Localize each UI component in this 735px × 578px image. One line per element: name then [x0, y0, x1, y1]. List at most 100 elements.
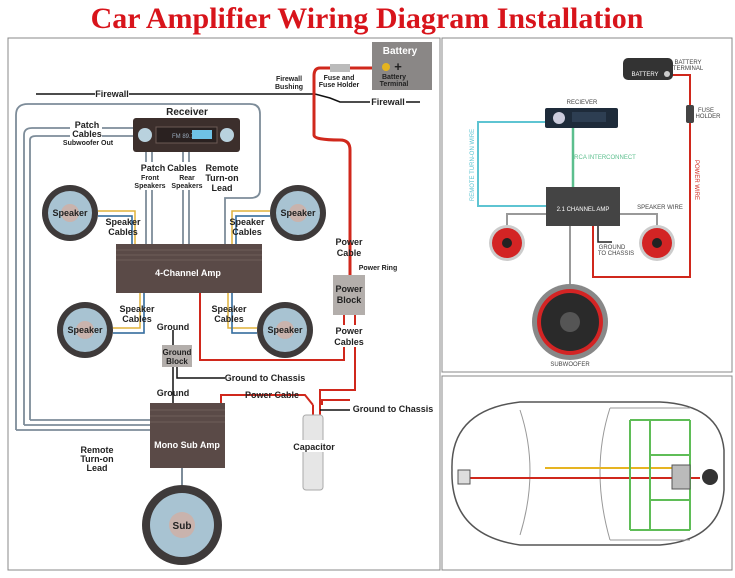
- svg-text:Cables: Cables: [167, 163, 197, 173]
- svg-text:FUSE: FUSE: [698, 108, 714, 114]
- svg-text:Speaker: Speaker: [67, 325, 103, 335]
- svg-text:TERMINAL: TERMINAL: [673, 66, 704, 72]
- firewall-bushing-label: Firewall: [276, 76, 302, 83]
- svg-text:Mono Sub Amp: Mono Sub Amp: [154, 440, 220, 450]
- svg-text:Block: Block: [166, 357, 188, 366]
- ground-to-chassis-label: Ground to Chassis: [353, 404, 434, 414]
- svg-text:Turn-on: Turn-on: [80, 454, 113, 464]
- remote-lead-label: Remote: [205, 163, 238, 173]
- speaker-cables-label: Speaker: [211, 304, 247, 314]
- right-amp: 2.1 CHANNEL AMP: [546, 187, 620, 226]
- svg-text:Speakers: Speakers: [171, 183, 202, 190]
- mono-sub-amp: Mono Sub Amp: [150, 403, 225, 468]
- four-channel-amp: 4-Channel Amp: [116, 244, 262, 293]
- svg-text:Speaker: Speaker: [52, 208, 88, 218]
- svg-text:Cables: Cables: [214, 314, 244, 324]
- svg-text:Patch: Patch: [141, 163, 166, 173]
- svg-text:Cables: Cables: [108, 227, 138, 237]
- power-wire-label: POWER WIRE: [693, 160, 699, 200]
- remote-wire-label: REMOTE TURN-ON WIRE: [470, 129, 476, 201]
- fuse-holder: [330, 64, 350, 72]
- svg-text:+: +: [394, 59, 402, 74]
- right-wires: [477, 74, 691, 285]
- svg-text:Cables: Cables: [334, 337, 364, 347]
- svg-text:Capacitor: Capacitor: [293, 442, 335, 452]
- right-bottom-panel: [441, 375, 733, 571]
- svg-text:BATTERY: BATTERY: [674, 60, 701, 66]
- svg-text:Front: Front: [141, 175, 160, 182]
- svg-text:Cables: Cables: [232, 227, 262, 237]
- fuse-holder: [686, 105, 694, 123]
- speaker-rear-left: Speaker: [57, 302, 113, 358]
- right-speaker-right: [639, 225, 675, 261]
- speaker-cables-label: Speaker: [229, 217, 265, 227]
- svg-text:BATTERY: BATTERY: [631, 72, 658, 78]
- patch-cables-label: Patch: [75, 120, 100, 130]
- right-receiver: [545, 108, 618, 128]
- svg-text:Rear: Rear: [179, 175, 195, 182]
- svg-text:Lead: Lead: [86, 463, 107, 473]
- svg-text:SPEAKER WIRE: SPEAKER WIRE: [637, 205, 683, 211]
- svg-text:FM 89.7: FM 89.7: [172, 134, 195, 140]
- svg-text:HOLDER: HOLDER: [695, 114, 721, 120]
- svg-text:Sub: Sub: [173, 521, 192, 532]
- svg-text:TO CHASSIS: TO CHASSIS: [598, 251, 634, 257]
- firewall-label: Firewall: [371, 97, 405, 107]
- svg-text:Battery: Battery: [383, 46, 418, 57]
- right-speaker-left: [489, 225, 525, 261]
- remote-lead-label: Remote: [80, 445, 113, 455]
- ground-label: Ground: [157, 322, 190, 332]
- power-block: Power Block: [333, 275, 365, 315]
- ground-wires: [172, 330, 225, 403]
- left-wires: [15, 66, 420, 485]
- battery: Battery + Battery Terminal: [372, 42, 432, 90]
- speaker-front-right: Speaker: [270, 185, 326, 241]
- power-cable-label: Power: [335, 237, 363, 247]
- page-title: Car Amplifier Wiring Diagram Installatio…: [91, 2, 644, 35]
- rca-label: RCA INTERCONNECT: [574, 155, 636, 161]
- speaker-front-left: Speaker: [42, 185, 98, 241]
- svg-text:Receiver: Receiver: [166, 107, 208, 118]
- svg-text:Cables: Cables: [72, 129, 102, 139]
- power-cables-label: Power: [335, 326, 363, 336]
- svg-text:Subwoofer Out: Subwoofer Out: [63, 140, 114, 147]
- svg-text:Speakers: Speakers: [134, 183, 165, 190]
- right-top-panel: [441, 37, 733, 373]
- left-panel: [7, 37, 441, 571]
- ground-block: Ground Block: [162, 345, 192, 367]
- right-battery: BATTERY: [623, 58, 673, 80]
- svg-text:Bushing: Bushing: [275, 84, 303, 91]
- ground-label: Ground: [157, 388, 190, 398]
- speaker-cables-label: Speaker: [119, 304, 155, 314]
- speaker-cables-label: Speaker: [105, 217, 141, 227]
- capacitor: Capacitor: [288, 414, 338, 491]
- svg-text:Battery: Battery: [382, 74, 406, 81]
- svg-text:Lead: Lead: [211, 183, 232, 193]
- power-ring-label: Power Ring: [359, 265, 398, 272]
- svg-text:Speaker: Speaker: [280, 208, 316, 218]
- ground-to-chassis-label: Ground to Chassis: [225, 373, 306, 383]
- svg-text:Cables: Cables: [122, 314, 152, 324]
- svg-text:Power: Power: [335, 284, 363, 294]
- firewall-label: Firewall: [95, 89, 129, 99]
- svg-text:Turn-on: Turn-on: [205, 173, 238, 183]
- svg-text:4-Channel Amp: 4-Channel Amp: [155, 268, 221, 278]
- power-cable: [312, 66, 385, 275]
- svg-text:SUBWOOFER: SUBWOOFER: [550, 362, 590, 368]
- svg-text:Ground: Ground: [163, 348, 192, 357]
- svg-text:2.1 CHANNEL AMP: 2.1 CHANNEL AMP: [557, 207, 610, 213]
- fuse-label: Fuse and: [324, 75, 355, 82]
- power-cable-label: Power Cable: [245, 390, 299, 400]
- subwoofer: Sub: [142, 485, 222, 565]
- svg-text:GROUND: GROUND: [599, 245, 626, 251]
- svg-text:Cable: Cable: [337, 248, 362, 258]
- svg-text:Speaker: Speaker: [267, 325, 303, 335]
- car-top-view: [451, 401, 725, 546]
- svg-text:Block: Block: [337, 295, 363, 305]
- receiver-label: RECIEVER: [567, 100, 598, 106]
- firewall-line: [36, 93, 420, 103]
- receiver: Receiver FM 89.7: [133, 107, 240, 152]
- speaker-rear-right: Speaker: [257, 302, 313, 358]
- svg-text:Terminal: Terminal: [380, 81, 409, 88]
